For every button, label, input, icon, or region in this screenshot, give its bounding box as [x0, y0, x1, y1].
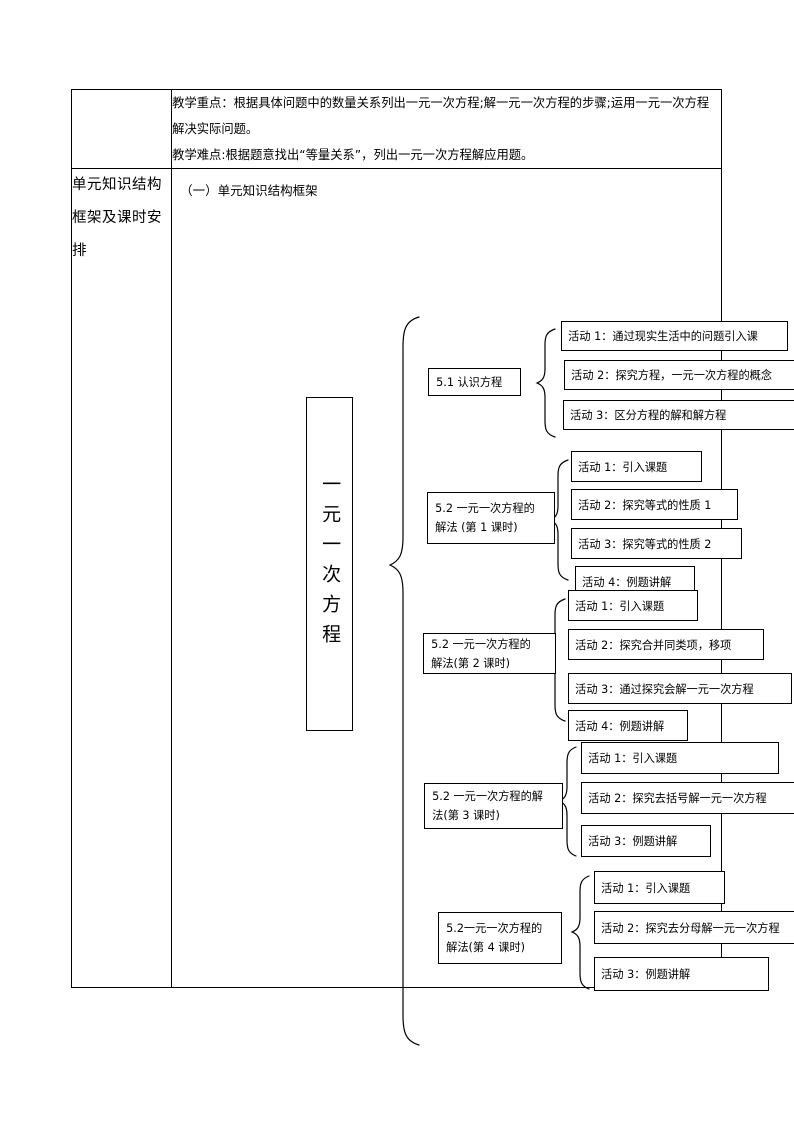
topic-line-1: 5.2 一元一次方程的	[431, 637, 531, 651]
teaching-focus-cell: 教学重点：根据具体问题中的数量关系列出一元一次方程;解一元一次方程的步骤;运用一…	[171, 89, 722, 169]
topic-line-2: 解法(第 4 课时)	[446, 941, 526, 954]
activity-box-5-1: 活动 1：引入课题	[594, 871, 726, 904]
empty-label-cell	[70, 89, 173, 169]
activity-box-2-1: 活动 1：引入课题	[571, 451, 703, 482]
activity-box-1-2: 活动 2：探究方程，一元一次方程的概念	[564, 360, 794, 390]
activity-label-5-3: 活动 3：例题讲解	[601, 968, 691, 981]
table-row-teaching-focus: 教学重点：根据具体问题中的数量关系列出一元一次方程;解一元一次方程的步骤;运用一…	[70, 89, 722, 169]
group-5-brace	[570, 875, 590, 990]
activity-label-2-3: 活动 3：探究等式的性质 2	[578, 537, 712, 551]
activity-box-2-2: 活动 2：探究等式的性质 1	[571, 489, 739, 520]
activity-box-3-2: 活动 2：探究合并同类项，移项	[568, 629, 765, 660]
lesson-plan-table: 教学重点：根据具体问题中的数量关系列出一元一次方程;解一元一次方程的步骤;运用一…	[70, 89, 794, 1046]
activity-label-3-2: 活动 2：探究合并同类项，移项	[575, 638, 732, 652]
activity-label-2-4: 活动 4：例题讲解	[582, 575, 672, 589]
topic-box-5-2-lesson1: 5.2 一元一次方程的解法 (第 1 课时)	[427, 492, 556, 544]
activity-label-2-1: 活动 1：引入课题	[578, 460, 668, 474]
topic-box-5-2-lesson2: 5.2 一元一次方程的解法(第 2 课时)	[423, 633, 557, 674]
activity-label-5-2: 活动 2：探究去分母解一元一次方程	[601, 921, 780, 935]
activity-label-5-1: 活动 1：引入课题	[601, 881, 691, 895]
activity-label-1-3: 活动 3：区分方程的解和解方程	[570, 409, 727, 422]
activity-box-1-3: 活动 3：区分方程的解和解方程	[563, 400, 794, 430]
topic-label-5-2-lesson2: 5.2 一元一次方程的解法(第 2 课时)	[424, 635, 555, 673]
activity-box-3-3: 活动 3：通过探究会解一元一次方程	[568, 673, 793, 704]
activity-box-3-4: 活动 4：例题讲解	[568, 710, 689, 741]
topic-line-1: 5.2 一元一次方程的解	[432, 790, 543, 803]
activity-box-2-3: 活动 3：探究等式的性质 2	[571, 528, 743, 559]
activity-label-3-4: 活动 4：例题讲解	[575, 719, 665, 733]
activity-label-4-1: 活动 1：引入课题	[588, 752, 678, 765]
unit-structure-diagram-cell: （一）单元知识结构框架	[171, 168, 794, 1046]
activity-label-3-3: 活动 3：通过探究会解一元一次方程	[575, 682, 754, 696]
topic-line-2: 解法(第 2 课时)	[431, 656, 511, 670]
teaching-difficulty-text: 教学难点:根据题意找出“等量关系”，列出一元一次方程解应用题。	[172, 148, 534, 162]
activity-label-3-1: 活动 1：引入课题	[575, 599, 665, 613]
activity-box-1-1: 活动 1：通过现实生活中的问题引入课	[561, 321, 789, 351]
main-brace	[388, 316, 420, 1046]
activity-box-4-3: 活动 3：例题讲解	[581, 825, 712, 857]
teaching-focus-text: 教学重点：根据具体问题中的数量关系列出一元一次方程;解一元一次方程的步骤;运用一…	[172, 96, 710, 136]
activity-label-4-2: 活动 2：探究去括号解一元一次方程	[588, 792, 767, 805]
knowledge-structure-diagram: 一元一次方程 5.1 认识方程 活动 1：通过现实生活中的问题引入课 活动 2：…	[172, 169, 794, 1046]
topic-label-5-2-lesson4: 5.2一元一次方程的解法(第 4 课时)	[439, 919, 561, 957]
table-row-unit-structure: 单元知识结构框架及课时安排 （一）单元知识结构框架	[70, 168, 794, 1046]
topic-box-5-2-lesson4: 5.2一元一次方程的解法(第 4 课时)	[438, 912, 563, 964]
activity-box-5-2: 活动 2：探究去分母解一元一次方程	[594, 911, 794, 944]
unit-structure-label-cell: 单元知识结构框架及课时安排	[70, 168, 173, 988]
activity-box-4-1: 活动 1：引入课题	[581, 742, 780, 774]
page-title: （一）单元知识结构框架	[180, 183, 318, 198]
activity-label-1-2: 活动 2：探究方程，一元一次方程的概念	[571, 369, 773, 382]
activity-label-4-3: 活动 3：例题讲解	[588, 835, 678, 848]
topic-label-5-2-lesson3: 5.2 一元一次方程的解法(第 3 课时)	[425, 787, 562, 825]
topic-box-5-1: 5.1 认识方程	[428, 368, 522, 396]
topic-line-1: 5.2 一元一次方程的	[435, 502, 535, 515]
group-1-brace	[535, 328, 556, 438]
topic-line-1: 5.2一元一次方程的	[446, 922, 543, 935]
topic-line-2: 法(第 3 课时)	[432, 809, 500, 822]
activity-label-1-1: 活动 1：通过现实生活中的问题引入课	[568, 330, 758, 343]
activity-box-4-2: 活动 2：探究去括号解一元一次方程	[581, 782, 794, 814]
topic-box-5-2-lesson3: 5.2 一元一次方程的解法(第 3 课时)	[424, 783, 564, 829]
activity-label-2-2: 活动 2：探究等式的性质 1	[578, 498, 712, 512]
topic-label-5-1: 5.1 认识方程	[436, 375, 503, 389]
activity-box-3-1: 活动 1：引入课题	[568, 590, 699, 621]
activity-box-5-3: 活动 3：例题讲解	[594, 957, 770, 991]
central-topic-box: 一元一次方程	[306, 397, 354, 731]
topic-line-2: 解法 (第 1 课时)	[435, 521, 518, 534]
central-topic-label: 一元一次方程	[319, 474, 342, 654]
unit-structure-label-text: 单元知识结构框架及课时安排	[72, 177, 162, 259]
topic-label-5-2-lesson1: 5.2 一元一次方程的解法 (第 1 课时)	[428, 499, 554, 537]
